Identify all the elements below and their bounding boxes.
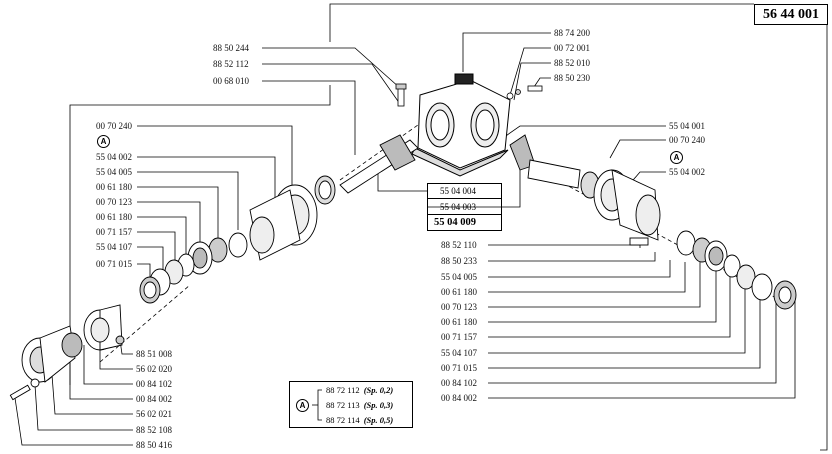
leader-88-52-112 — [262, 63, 401, 105]
part-label: 00 68 010 — [213, 76, 249, 86]
part-label: 55 04 005 — [96, 167, 132, 177]
legend-row: 88 72 113(Sp. 0,3) — [326, 400, 394, 410]
leader-88-50-244 — [262, 47, 401, 89]
part-label: 88 52 010 — [554, 58, 590, 68]
part-label: 00 71 015 — [96, 259, 132, 269]
part-label: 00 70 240 — [669, 135, 705, 145]
part-label: 88 52 112 — [213, 59, 249, 69]
leader-88-52-010 — [513, 62, 551, 101]
coupling-assembly — [9, 304, 125, 401]
part-label: 55 04 005 — [441, 272, 477, 282]
part-label: 00 84 002 — [441, 393, 477, 403]
part-label: 00 84 102 — [441, 378, 477, 388]
part-label: 00 71 157 — [441, 332, 477, 342]
legend-row: 88 72 114(Sp. 0,5) — [326, 415, 394, 425]
part-label: 00 61 180 — [96, 182, 132, 192]
assembly-code: 55 04 009 — [434, 217, 476, 228]
part-label: 88 52 110 — [441, 240, 477, 250]
leader-00-68-010 — [262, 80, 356, 155]
part-label: 00 71 157 — [96, 227, 132, 237]
legend-marker: A — [296, 399, 309, 412]
part-label: 56 02 020 — [136, 364, 172, 374]
right-shaft-assembly — [509, 134, 797, 310]
part-label: 55 04 107 — [441, 348, 477, 358]
main-part-code: 56 44 001 — [754, 4, 828, 25]
part-label: 88 50 416 — [136, 440, 172, 450]
legend-row: 88 72 112(Sp. 0,2) — [326, 385, 394, 395]
part-label: 55 04 002 — [669, 167, 705, 177]
part-label: 55 04 003 — [440, 202, 476, 212]
part-label: 88 74 200 — [554, 28, 590, 38]
center-label-box — [427, 183, 502, 231]
part-label: 00 72 001 — [554, 43, 590, 53]
part-label: 88 50 233 — [441, 256, 477, 266]
part-label: 00 61 180 — [96, 212, 132, 222]
part-label: 88 51 008 — [136, 349, 172, 359]
legend-bracket — [312, 389, 322, 421]
part-label: 56 02 021 — [136, 409, 172, 419]
callout-a-left: A — [97, 135, 110, 148]
part-label: 88 50 244 — [213, 43, 249, 53]
part-label: 88 52 108 — [136, 425, 172, 435]
shim-legend: A 88 72 112(Sp. 0,2) 88 72 113(Sp. 0,3) … — [289, 381, 413, 428]
part-label: 00 70 123 — [96, 197, 132, 207]
part-label: 55 04 001 — [669, 121, 705, 131]
frame-line-right — [820, 25, 828, 451]
part-label: 00 61 180 — [441, 287, 477, 297]
leader-00-72-001 — [509, 47, 551, 96]
part-label: 00 70 240 — [96, 121, 132, 131]
part-label: 88 50 230 — [554, 73, 590, 83]
frame-line-top — [329, 3, 754, 42]
callout-a-right: A — [670, 151, 683, 164]
part-label: 00 70 123 — [441, 302, 477, 312]
leader-88-74-200 — [462, 32, 551, 72]
part-label: 00 61 180 — [441, 317, 477, 327]
part-label: 55 04 004 — [440, 186, 476, 196]
part-label: 00 84 002 — [136, 394, 172, 404]
part-label: 55 04 002 — [96, 152, 132, 162]
gearbox-housing — [411, 73, 511, 177]
part-label: 00 71 015 — [441, 363, 477, 373]
left-shaft-assembly — [139, 134, 419, 304]
frame-line-left — [69, 85, 331, 385]
part-label: 55 04 107 — [96, 242, 132, 252]
part-label: 00 84 102 — [136, 379, 172, 389]
